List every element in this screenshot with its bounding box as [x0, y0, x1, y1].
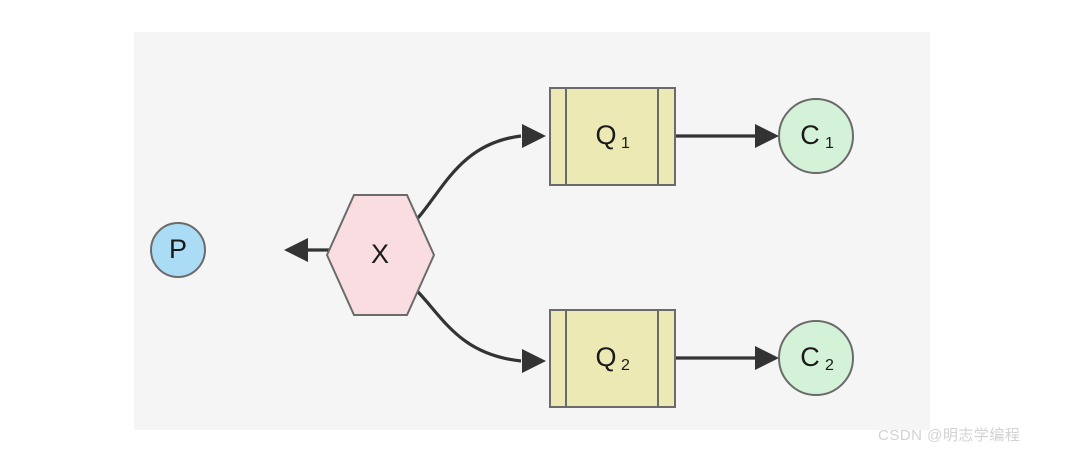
consumer1-circle — [778, 98, 854, 174]
edge-queue2-to-consumer2 — [675, 346, 779, 370]
exchange-hexagon — [325, 194, 436, 316]
node-queue1[interactable]: Q 1 — [549, 87, 676, 186]
node-consumer2[interactable]: C 2 — [778, 320, 854, 396]
consumer2-circle — [778, 320, 854, 396]
node-queue2[interactable]: Q 2 — [549, 309, 676, 408]
producer-circle — [150, 222, 206, 278]
node-producer[interactable]: P — [150, 222, 206, 278]
csdn-watermark: CSDN @明志学编程 — [878, 427, 1021, 444]
queue1-body — [549, 87, 676, 186]
edge-exchange-to-queue1 — [406, 124, 546, 230]
edge-exchange-to-queue2 — [406, 280, 546, 373]
edge-queue1-to-consumer1 — [675, 124, 779, 148]
diagram-canvas: P X Q 1 Q 2 — [150, 87, 854, 408]
node-consumer1[interactable]: C 1 — [778, 98, 854, 174]
diagram-panel: P X Q 1 Q 2 — [134, 32, 930, 430]
queue2-body — [549, 309, 676, 408]
node-exchange[interactable]: X — [325, 194, 436, 316]
